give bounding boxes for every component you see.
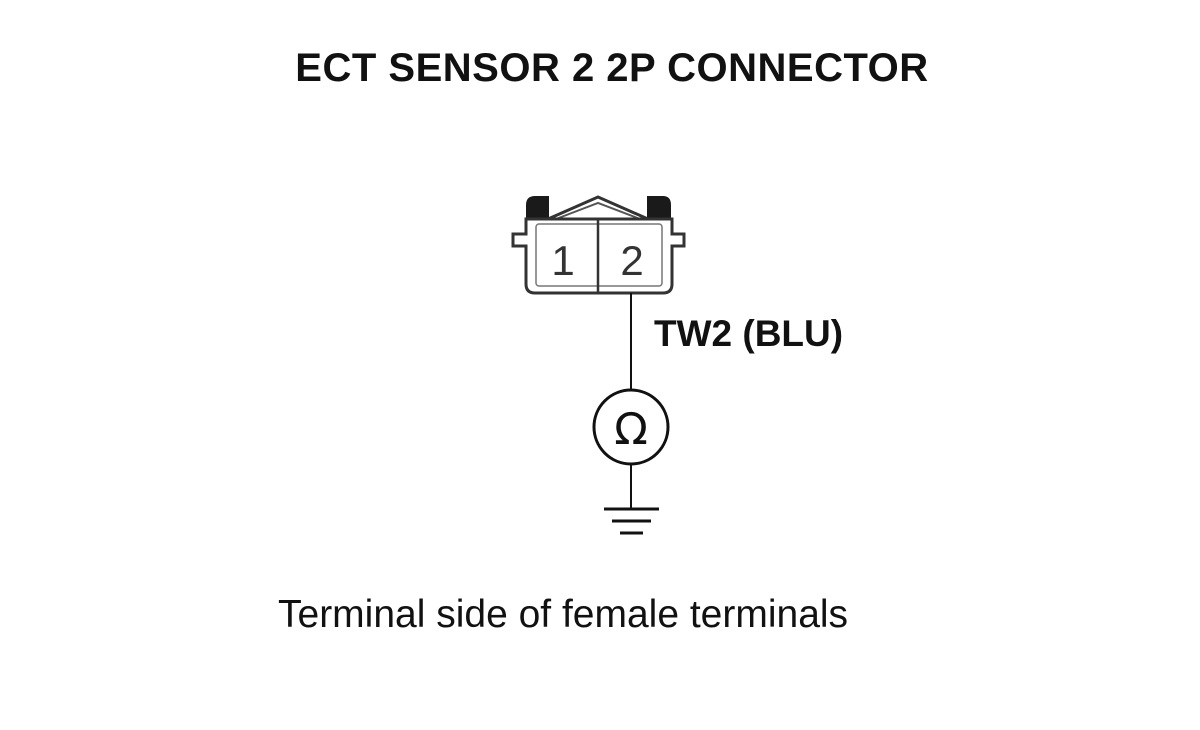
diagram-title: ECT SENSOR 2 2P CONNECTOR bbox=[295, 46, 929, 90]
connector-icon: 1 2 bbox=[511, 195, 686, 295]
ohm-symbol: Ω bbox=[614, 404, 648, 455]
view-caption: Terminal side of female terminals bbox=[278, 593, 849, 636]
ohmmeter-icon: Ω bbox=[592, 388, 670, 466]
pin-2-label: 2 bbox=[620, 237, 643, 284]
ground-icon bbox=[604, 507, 659, 535]
pin-1-label: 1 bbox=[551, 237, 574, 284]
wire-label: TW2 (BLU) bbox=[654, 313, 844, 354]
